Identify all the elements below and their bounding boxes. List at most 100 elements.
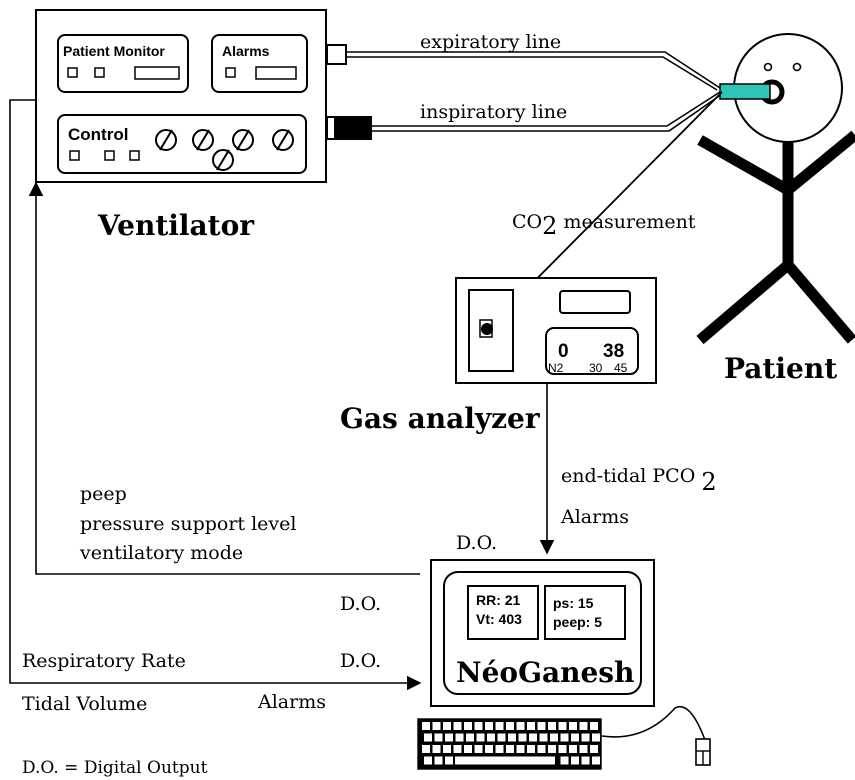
tidal-volume-label: Tidal Volume [22, 693, 147, 715]
keyboard-key [560, 733, 569, 742]
respiratory-rate-label: Respiratory Rate [22, 650, 186, 672]
keyboard-key [495, 745, 504, 753]
keyboard-key [590, 745, 598, 753]
measures-alarms-label: Alarms [257, 691, 326, 713]
analyzer-alarms-label: Alarms [560, 506, 629, 528]
keyboard-key [550, 733, 558, 742]
ventilator: Patient Monitor Alarms Control [35, 9, 372, 183]
keyboard-key [455, 733, 464, 742]
keyboard-key [443, 745, 451, 753]
setting-pressure-support: pressure support level [80, 513, 296, 535]
keyboard-key [424, 733, 432, 742]
patient-title: Patient [724, 352, 837, 385]
keyboard-key [485, 745, 493, 753]
keyboard-key [422, 745, 430, 753]
keyboard-key [506, 745, 514, 753]
keyboard-key [443, 722, 451, 730]
keyboard-key [508, 733, 516, 742]
keyboard-key [527, 745, 535, 753]
screen-vt: Vt: 403 [476, 611, 522, 627]
keyboard-key [539, 733, 548, 742]
do-label-2: D.O. [340, 650, 381, 672]
setting-ventilatory-mode: ventilatory mode [79, 542, 243, 564]
keyboard-spacebar [455, 756, 555, 765]
keyboard-key [569, 745, 577, 753]
keyboard-key [579, 745, 588, 753]
keyboard-key [592, 756, 600, 765]
gas-display-v2: 45 [614, 361, 628, 375]
keyboard-key [474, 745, 483, 753]
keyboard-key [422, 722, 430, 730]
patient-figure [696, 33, 855, 345]
control-panel: Control [57, 114, 307, 174]
keyboard-key [424, 756, 432, 765]
gas-analyzer-title: Gas analyzer [340, 402, 541, 435]
legend-do: D.O. = Digital Output [22, 758, 208, 778]
keyboard-key [434, 733, 443, 742]
gas-display-n2: N2 [548, 361, 564, 375]
keyboard-key [558, 745, 567, 753]
keyboard-key [537, 745, 546, 753]
keyboard-key [571, 756, 579, 765]
keyboard-key [485, 722, 493, 730]
keyboard-key [537, 722, 546, 730]
control-knobs [155, 129, 294, 171]
screen-ps: ps: 15 [553, 595, 594, 611]
do-label-1: D.O. [340, 593, 381, 615]
keyboard-key [592, 733, 600, 742]
keyboard-key [581, 756, 590, 765]
keyboard-key [529, 733, 537, 742]
keyboard-key [445, 733, 453, 742]
keyboard-key [453, 745, 462, 753]
keyboard-key [464, 722, 472, 730]
breathing-circuit [346, 51, 723, 132]
keyboard-key [432, 745, 441, 753]
screen-rr: RR: 21 [476, 592, 521, 608]
keyboard-key [495, 722, 504, 730]
keyboard-key [506, 722, 514, 730]
keyboard-key [560, 756, 569, 765]
ventilator-title: Ventilator [97, 209, 255, 242]
keyboard-key [516, 722, 525, 730]
inspiratory-line-label: inspiratory line [420, 101, 567, 123]
keyboard-key [516, 745, 525, 753]
keyboard-key [453, 722, 462, 730]
keyboard-key [434, 756, 443, 765]
keyboard-key [466, 733, 474, 742]
settings-arrow [28, 181, 420, 575]
screen-peep: peep: 5 [553, 614, 602, 630]
end-tidal-pco2-label: end-tidal PCO 2 [561, 465, 717, 496]
keyboard-key [569, 722, 577, 730]
keyboard-key [590, 722, 598, 730]
keyboard-key [518, 733, 527, 742]
patient-monitor-panel: Patient Monitor [57, 34, 189, 93]
neoganesh-title: NéoGanesh [456, 656, 634, 689]
keyboard-key [571, 733, 579, 742]
expiratory-line-label: expiratory line [420, 31, 561, 53]
neoganesh-computer: RR: 21 Vt: 403 ps: 15 peep: 5 NéoGanesh [430, 559, 655, 707]
keyboard-key [527, 722, 535, 730]
alarms-panel: Alarms [211, 34, 308, 93]
co2-measurement-label: CO2 measurement [512, 211, 696, 240]
patient-monitor-label: Patient Monitor [63, 43, 165, 59]
inspiratory-port [335, 116, 372, 140]
keyboard-key [548, 745, 556, 753]
control-label: Control [68, 125, 128, 144]
expiratory-port [326, 44, 347, 65]
alarms-panel-label: Alarms [222, 43, 270, 59]
setting-peep: peep [80, 483, 127, 505]
keyboard-key [579, 722, 588, 730]
measures-arrow [9, 99, 422, 691]
keyboard-key [558, 722, 567, 730]
keyboard-key [497, 733, 506, 742]
mouse-icon [601, 705, 711, 766]
do-label-settings: D.O. [456, 532, 497, 554]
inspiratory-port-collar [326, 116, 336, 140]
keyboard-key [476, 733, 485, 742]
keyboard-key [464, 745, 472, 753]
keyboard-key [474, 722, 483, 730]
keyboard-icon [417, 718, 602, 770]
keyboard-key [487, 733, 495, 742]
keyboard-key [432, 722, 441, 730]
